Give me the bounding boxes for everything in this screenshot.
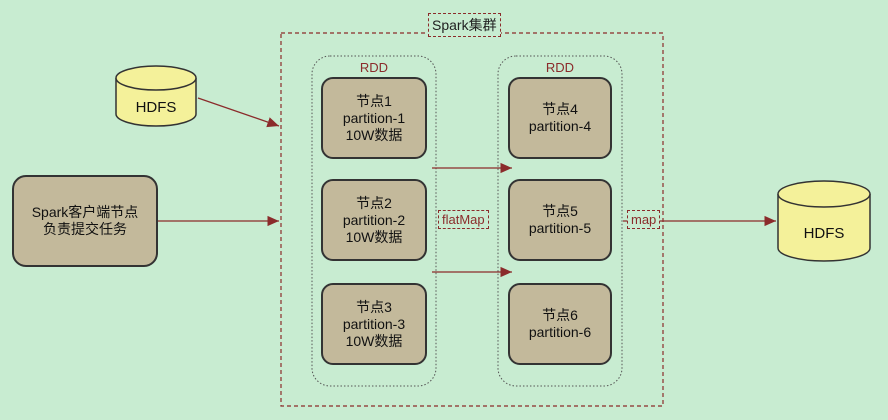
rdd-group-left bbox=[311, 55, 437, 387]
hdfs-input-cylinder bbox=[115, 65, 197, 127]
rdd-node-2: 节点2 partition-2 10W数据 bbox=[321, 179, 427, 261]
flatmap-label: flatMap bbox=[438, 210, 489, 229]
rdd-left-title: RDD bbox=[359, 59, 389, 75]
rdd-node-5: 节点5 partition-5 bbox=[508, 179, 612, 261]
hdfs-output-label: HDFS bbox=[803, 224, 845, 242]
rdd-node-1: 节点1 partition-1 10W数据 bbox=[321, 77, 427, 159]
arrow-hdfs-to-cluster bbox=[197, 97, 280, 128]
hdfs-input-label: HDFS bbox=[135, 98, 177, 116]
map-label: map bbox=[627, 210, 661, 229]
rdd-node-4: 节点4 partition-4 bbox=[508, 77, 612, 159]
rdd-node-3: 节点3 partition-3 10W数据 bbox=[321, 283, 427, 365]
hdfs-output-cylinder bbox=[777, 180, 871, 262]
rdd-right-title: RDD bbox=[545, 59, 575, 75]
rdd-group-right bbox=[497, 55, 623, 387]
rdd-node-6: 节点6 partition-6 bbox=[508, 283, 612, 365]
spark-cluster-title: Spark集群 bbox=[428, 13, 501, 37]
spark-client-node: Spark客户端节点 负责提交任务 bbox=[12, 175, 158, 267]
